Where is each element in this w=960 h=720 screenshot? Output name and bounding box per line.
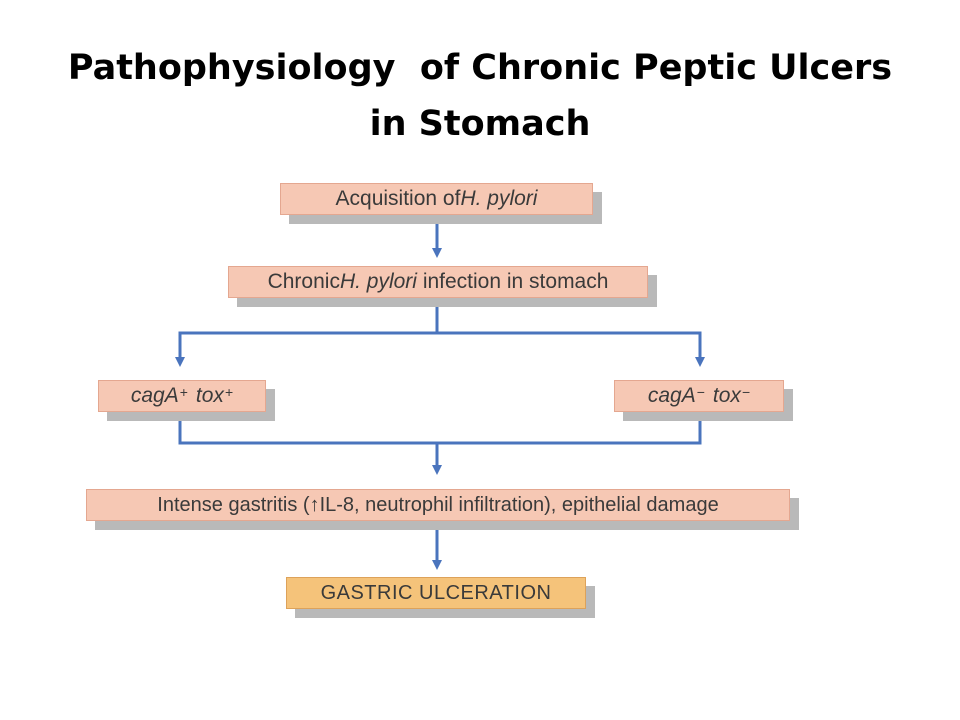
box-chronic-prefix: Chronic <box>267 270 340 293</box>
slide-title: Pathophysiology of Chronic Peptic Ulcers… <box>0 40 960 152</box>
box-cag-positive: cagA+ tox+ <box>98 380 266 412</box>
box-gastritis: Intense gastritis (↑IL-8, neutrophil inf… <box>86 489 790 521</box>
box-chronic-infection: Chronic H. pylori infection in stomach <box>228 266 648 298</box>
title-line-1: Pathophysiology of Chronic Peptic Ulcers <box>67 48 893 88</box>
cag-positive-gene2: tox <box>195 384 224 407</box>
cag-positive-gene2-sign: + <box>224 384 234 400</box>
connector-cag-positive-merge <box>178 412 442 475</box>
cag-negative-gene2-sign: − <box>741 384 751 400</box>
cag-negative-gene2: tox <box>712 384 741 407</box>
cag-negative-gene1: cagA <box>647 384 696 407</box>
cag-positive-gene1-sign: + <box>179 384 188 400</box>
box-chronic-suffix: infection in stomach <box>416 270 609 293</box>
box-gastric-ulceration: GASTRIC ULCERATION <box>286 577 586 609</box>
gastritis-text-after: IL-8, neutrophil infiltration), epitheli… <box>319 493 719 516</box>
connector-cag-negative-merge <box>437 412 702 445</box>
up-arrow-icon: ↑ <box>309 493 320 516</box>
gastritis-text-before: Intense gastritis ( <box>157 493 310 516</box>
title-line-2: in Stomach <box>369 104 591 144</box>
ulceration-label: GASTRIC ULCERATION <box>320 581 552 604</box>
connector-infection-split <box>175 300 439 367</box>
cag-negative-gene1-sign: − <box>696 384 705 400</box>
box-cag-negative: cagA− tox− <box>614 380 784 412</box>
connector-infection-split-right <box>437 331 705 367</box>
box-acquisition-prefix: Acquisition of <box>335 187 461 210</box>
cag-positive-gene1: cagA <box>130 384 179 407</box>
box-acquisition-organism: H. pylori <box>460 187 538 210</box>
box-acquisition: Acquisition of H. pylori <box>280 183 593 215</box>
box-chronic-organism: H. pylori <box>339 270 417 293</box>
